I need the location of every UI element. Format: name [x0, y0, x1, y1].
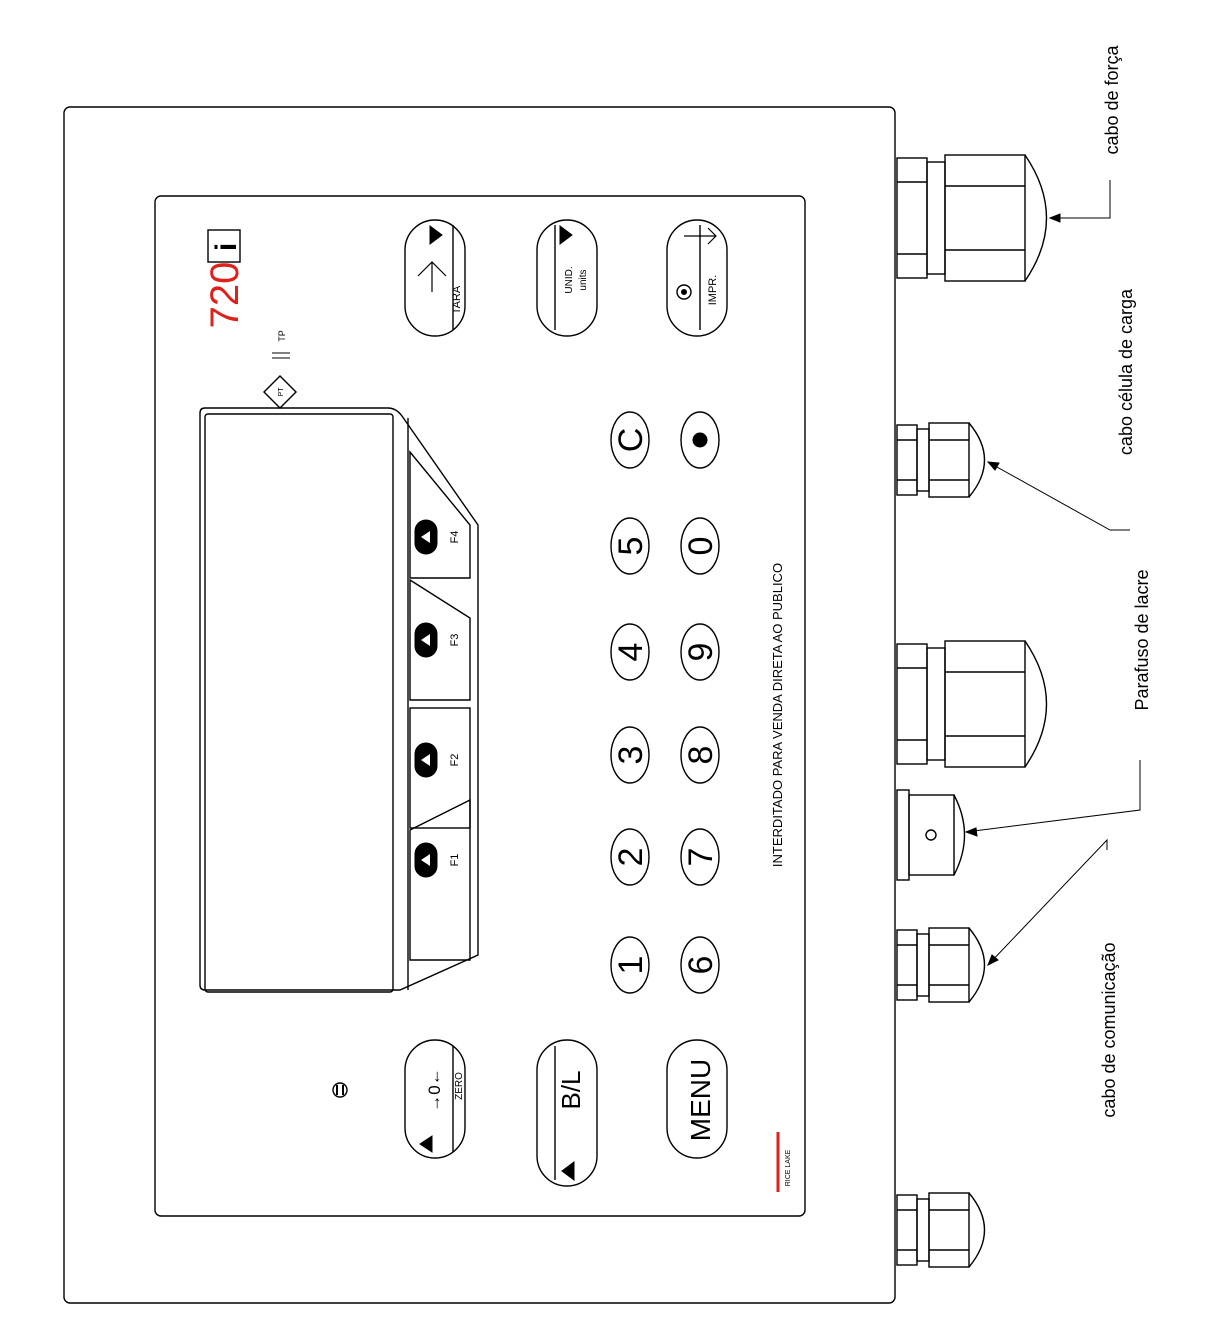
zero-symbol: →0←	[425, 1068, 444, 1111]
key-4[interactable]: 4	[610, 623, 650, 681]
key-1[interactable]: 1	[610, 936, 650, 994]
gland-load-cell	[896, 422, 986, 498]
menu-button[interactable]: MENU	[666, 1039, 728, 1159]
enclosure-outline	[63, 106, 896, 1304]
display-window	[199, 407, 479, 993]
key-3-label: 3	[612, 746, 650, 765]
leader-seal	[964, 760, 1141, 837]
key-c[interactable]: C	[610, 411, 650, 469]
panel-notice: INTERDITADO PARA VENDA DIRETA AO PUBLICO	[770, 563, 785, 867]
key-6-label: 6	[682, 956, 720, 975]
leader-power	[1048, 180, 1111, 223]
brand-text: RICE LAKE	[785, 1149, 792, 1186]
key-2[interactable]: 2	[610, 828, 650, 886]
callout-comm: cabo de comunicação	[1099, 942, 1119, 1117]
softkey-f3-label: F3	[449, 634, 461, 647]
impr-button[interactable]: IMPR.	[666, 219, 728, 337]
softkey-f2-label: F2	[449, 754, 461, 767]
menu-label: MENU	[685, 1059, 716, 1141]
key-8-label: 8	[682, 746, 720, 765]
unid-units-label: units	[578, 269, 589, 290]
softkey-f1[interactable]: F1	[409, 798, 471, 961]
softkey-f1-label: F1	[449, 854, 461, 867]
tara-label: TARA	[451, 285, 463, 314]
softkey-f4[interactable]: F4	[409, 450, 471, 579]
key-0-label: 0	[682, 537, 720, 556]
impr-label: IMPR.	[707, 275, 719, 306]
keypad: C 5 4 3 2 1 0	[610, 411, 720, 994]
key-9-label: 9	[682, 643, 720, 662]
bl-button[interactable]: B/L	[536, 1039, 598, 1187]
gland-power	[896, 154, 1048, 282]
model-number: 720	[203, 262, 247, 329]
tp-label: TP	[277, 330, 287, 342]
leader-comm	[987, 838, 1108, 967]
softkey-f2[interactable]: F2	[409, 707, 471, 829]
key-5-label: 5	[612, 537, 650, 556]
unid-button[interactable]: UNID. units	[536, 219, 598, 337]
pt-indicator: PT TP	[263, 330, 297, 409]
key-0[interactable]: 0	[680, 517, 720, 575]
callout-seal: Parafuso de lacre	[1132, 569, 1152, 710]
key-8[interactable]: 8	[680, 726, 720, 784]
key-1-label: 1	[612, 956, 650, 975]
key-7-label: 7	[682, 848, 720, 867]
key-7[interactable]: 7	[680, 828, 720, 886]
zero-label: ZERO	[454, 1072, 465, 1100]
bl-label: B/L	[556, 1070, 586, 1109]
leader-load-cell	[986, 461, 1130, 531]
key-4-label: 4	[612, 643, 650, 662]
gland-comm	[896, 927, 986, 1003]
model-logo: 720 i	[203, 229, 247, 329]
tara-button[interactable]: TARA	[404, 219, 466, 337]
softkey-f3[interactable]: F3	[409, 578, 471, 701]
key-6[interactable]: 6	[680, 936, 720, 994]
front-panel	[154, 195, 806, 1217]
key-9[interactable]: 9	[680, 623, 720, 681]
unid-label: UNID.	[564, 266, 575, 293]
key-3[interactable]: 3	[610, 726, 650, 784]
seal-screw	[896, 789, 966, 881]
key-dot[interactable]	[680, 411, 720, 469]
legal-mark	[332, 1082, 348, 1098]
key-2-label: 2	[612, 848, 650, 867]
zero-button[interactable]: →0← ZERO	[404, 1039, 466, 1159]
gland-large	[896, 640, 1048, 768]
brand-logo: RICE LAKE	[776, 1132, 792, 1192]
key-5[interactable]: 5	[610, 517, 650, 575]
key-dot-symbol	[692, 432, 708, 448]
gland-bottom	[896, 1192, 986, 1268]
callout-power: cabo de força	[1102, 44, 1122, 154]
key-c-label: C	[612, 428, 650, 453]
model-suffix: i	[210, 243, 243, 251]
softkey-f4-label: F4	[449, 531, 461, 544]
pt-label: PT	[278, 387, 285, 397]
callout-load-cell: cabo célula de carga	[1116, 288, 1136, 455]
